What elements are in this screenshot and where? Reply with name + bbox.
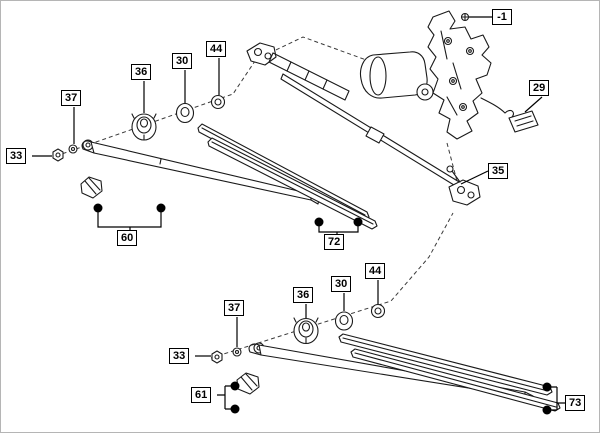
callout-bushing-lower: 30 bbox=[331, 276, 352, 292]
upper-bushing-30 bbox=[175, 102, 195, 124]
wiper-motor bbox=[359, 51, 434, 101]
upper-nut-44 bbox=[210, 94, 226, 110]
callout-blade-set-lower: 73 bbox=[565, 395, 586, 411]
callout-blade-set-upper: 72 bbox=[324, 234, 345, 250]
upper-pivot-cap-36 bbox=[131, 113, 157, 141]
callout-cap-lower: 36 bbox=[293, 287, 314, 303]
callout-dots bbox=[93, 203, 552, 415]
callout-nut44-lower: 44 bbox=[365, 263, 386, 279]
lower-washer-37 bbox=[232, 347, 242, 357]
callout-nut33-lower: 33 bbox=[169, 348, 190, 364]
callout-nut37-lower: 37 bbox=[224, 300, 245, 316]
lower-arm-retainer-clip bbox=[236, 372, 260, 395]
callout-nut44-upper: 44 bbox=[206, 41, 227, 57]
lower-wiper-blade bbox=[338, 333, 561, 412]
upper-arm-retainer-clip bbox=[80, 176, 103, 199]
wiring-harness bbox=[480, 97, 539, 133]
callout-wiring-harness: 29 bbox=[529, 80, 550, 96]
upper-pivot-nut-33 bbox=[52, 148, 64, 162]
lower-pivot-nut-33 bbox=[211, 350, 223, 364]
upper-washer-37 bbox=[68, 144, 78, 154]
callout-bushing-upper: 30 bbox=[172, 53, 193, 69]
callout-leaders bbox=[32, 16, 565, 411]
callout-nut33-upper: 33 bbox=[6, 148, 27, 164]
lower-bushing-30 bbox=[334, 311, 354, 331]
linkage-assembly bbox=[246, 42, 481, 206]
callout-cap-upper: 36 bbox=[131, 64, 152, 80]
lower-nut-44 bbox=[370, 303, 386, 319]
callout-arm-set-lower: 61 bbox=[191, 387, 212, 403]
callout-motor-assembly: -1 bbox=[492, 9, 512, 25]
callout-linkage: 35 bbox=[488, 163, 509, 179]
lower-pivot-cap-36 bbox=[293, 317, 319, 345]
upper-wiper-blade bbox=[197, 123, 378, 230]
motor-mounting-bracket bbox=[427, 10, 492, 140]
callout-nut37-upper: 37 bbox=[61, 90, 82, 106]
bracket-screw bbox=[460, 12, 470, 22]
callout-arm-set-upper: 60 bbox=[117, 230, 138, 246]
